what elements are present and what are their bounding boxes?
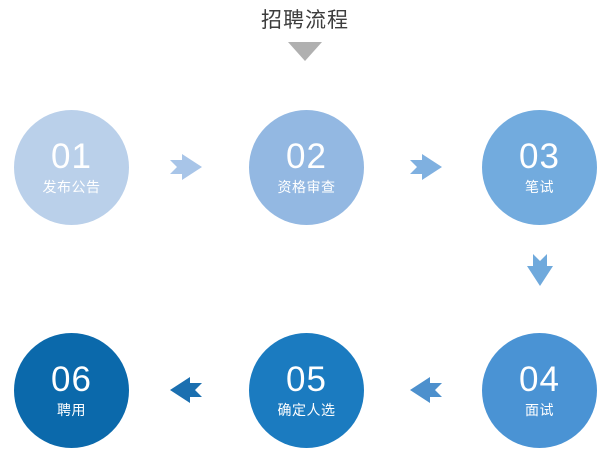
arrow-down-icon — [518, 248, 562, 292]
arrow-left-icon — [164, 368, 208, 412]
step-number: 02 — [286, 137, 327, 176]
process-step-05[interactable]: 05 确定人选 — [249, 333, 364, 448]
caret-down-icon — [288, 42, 322, 61]
page-title: 招聘流程 — [261, 9, 349, 32]
step-label: 资格审查 — [277, 179, 336, 195]
step-number: 06 — [51, 360, 92, 399]
arrow-left-icon — [404, 368, 448, 412]
process-step-03[interactable]: 03 笔试 — [482, 110, 597, 225]
arrow-right-icon — [164, 145, 208, 189]
process-step-02[interactable]: 02 资格审查 — [249, 110, 364, 225]
step-number: 03 — [519, 137, 560, 176]
step-label: 确定人选 — [277, 402, 336, 418]
step-label: 聘用 — [57, 402, 86, 418]
step-label: 发布公告 — [42, 179, 101, 195]
diagram-title-block: 招聘流程 — [0, 6, 610, 61]
step-number: 04 — [519, 360, 560, 399]
step-label: 笔试 — [525, 179, 554, 195]
step-label: 面试 — [525, 402, 554, 418]
step-number: 05 — [286, 360, 327, 399]
process-step-06[interactable]: 06 聘用 — [14, 333, 129, 448]
arrow-right-icon — [404, 145, 448, 189]
process-step-01[interactable]: 01 发布公告 — [14, 110, 129, 225]
step-number: 01 — [51, 137, 92, 176]
process-step-04[interactable]: 04 面试 — [482, 333, 597, 448]
